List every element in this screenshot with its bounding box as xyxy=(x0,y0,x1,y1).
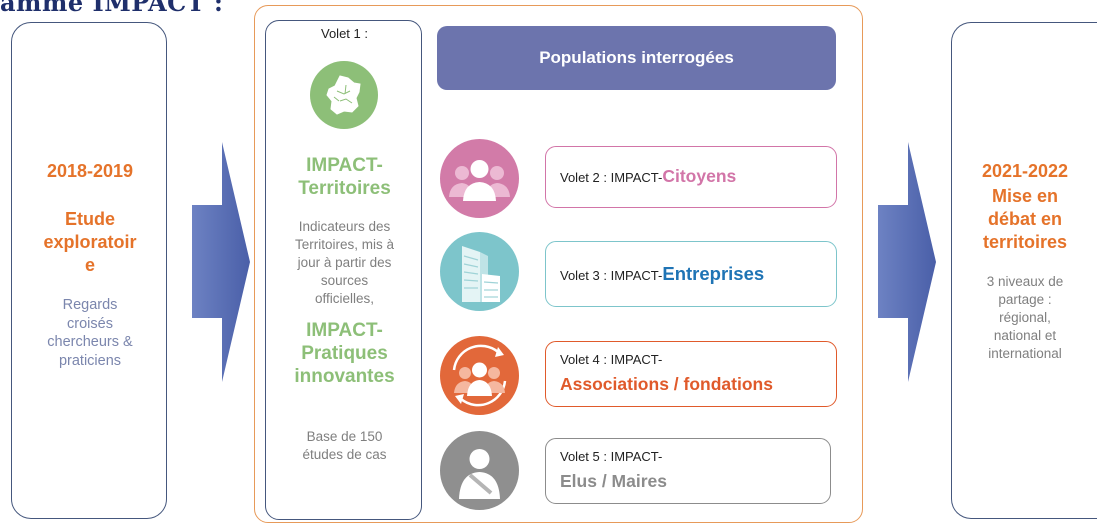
volet3-box: Volet 3 : IMPACT-Entreprises xyxy=(545,241,837,307)
association-group-icon xyxy=(440,336,519,415)
volet3-prefix: Volet 3 : IMPACT- xyxy=(560,268,663,283)
volet5-name: Elus / Maires xyxy=(560,471,667,491)
buildings-icon xyxy=(440,232,519,311)
phase-years: 2018-2019 xyxy=(46,161,134,181)
page-heading: amme IMPACT : xyxy=(0,0,224,17)
volet4-box: Volet 4 : IMPACT- Associations / fondati… xyxy=(545,341,837,407)
phase-description: Regards croisés chercheurs & praticiens xyxy=(47,297,133,369)
volet2-box: Volet 2 : IMPACT-Citoyens xyxy=(545,146,837,208)
volet1-label: Volet 1 : xyxy=(321,26,368,41)
arrow-right-icon xyxy=(878,142,938,382)
volet4-prefix: Volet 4 : IMPACT- xyxy=(560,352,663,367)
impact-pratiques-title: IMPACT- Pratiques innovantes xyxy=(294,320,395,387)
phase-box-2018: 2018-2019 Etude exploratoir e Regards cr… xyxy=(11,22,167,519)
phase-description: 3 niveaux de partage : régional, nationa… xyxy=(986,274,1064,361)
territoires-description: Indicateurs des Territoires, mis à jour … xyxy=(294,219,394,306)
phase-years: 2021-2022 xyxy=(981,161,1069,181)
pratiques-description: Base de 150 études de cas xyxy=(302,429,387,462)
volet2-prefix: Volet 2 : IMPACT- xyxy=(560,170,663,185)
arrow-right-icon xyxy=(192,142,252,382)
volet1-box: Volet 1 : IMPACT- Territoires Indicateur… xyxy=(265,20,422,520)
mayor-icon xyxy=(440,431,519,510)
phase-title: Etude exploratoir e xyxy=(43,209,137,275)
volet3-name: Entreprises xyxy=(662,263,765,284)
group-citizens-icon xyxy=(440,139,519,218)
impact-program-container xyxy=(254,5,863,523)
france-map-icon xyxy=(310,61,378,129)
phase-box-2021: 2021-2022 Mise en débat en territoires 3… xyxy=(951,22,1097,519)
volet2-name: Citoyens xyxy=(662,166,737,186)
impact-territoires-title: IMPACT- Territoires xyxy=(298,155,391,199)
volet4-name: Associations / fondations xyxy=(560,374,773,394)
volet5-prefix: Volet 5 : IMPACT- xyxy=(560,449,663,464)
phase-title: Mise en débat en territoires xyxy=(982,186,1068,252)
populations-banner: Populations interrogées xyxy=(437,26,836,90)
volet5-box: Volet 5 : IMPACT- Elus / Maires xyxy=(545,438,831,504)
populations-title: Populations interrogées xyxy=(539,48,734,67)
